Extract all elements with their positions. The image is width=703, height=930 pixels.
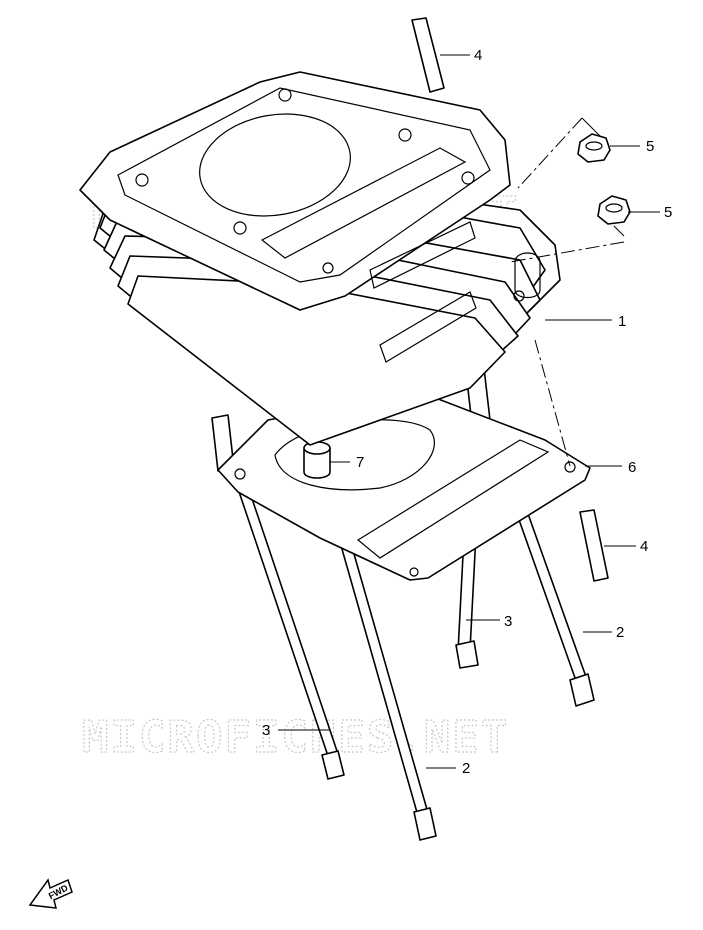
dowel-pin — [303, 441, 331, 479]
callout-nut-b: 5 — [664, 204, 672, 221]
callout-stud-short-side: 4 — [640, 538, 648, 555]
callout-gasket: 6 — [628, 459, 636, 476]
callout-dowel: 7 — [356, 454, 364, 471]
fwd-arrow-icon: FWD — [28, 878, 73, 909]
nut-upper — [577, 133, 611, 163]
callout-stud-mid-b: 3 — [262, 722, 270, 739]
callout-stud-long-b: 2 — [462, 760, 470, 777]
callout-nut-a: 5 — [646, 138, 654, 155]
cylinder-block — [79, 71, 561, 446]
stud-short-side — [579, 509, 609, 582]
callout-cylinder: 1 — [618, 313, 626, 330]
nut-lower — [597, 195, 631, 225]
stud-long-right — [511, 496, 595, 707]
watermark-bottom: MICROFICHES.NET — [82, 712, 509, 763]
callout-stud-short-top: 4 — [474, 47, 482, 64]
callout-stud-mid: 3 — [504, 613, 512, 630]
stud-short-top — [411, 17, 445, 93]
callout-stud-long: 2 — [616, 624, 624, 641]
